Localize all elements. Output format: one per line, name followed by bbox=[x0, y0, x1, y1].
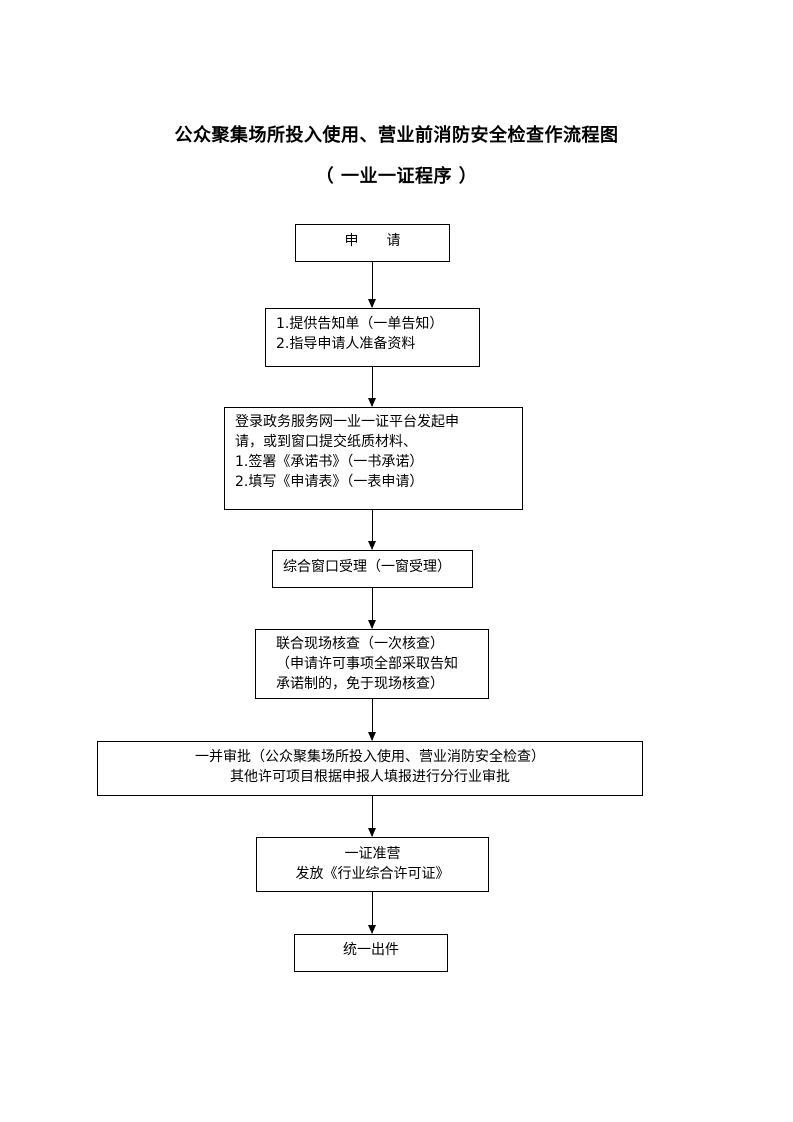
step-inspect-line-2: （申请许可事项全部采取告知 bbox=[276, 656, 458, 672]
step-approve-line-2: 其他许可项目根据申报人填报进行分行业审批 bbox=[230, 769, 510, 785]
step-accept: 综合窗口受理（一窗受理） bbox=[272, 550, 473, 588]
arrow-submit-to-accept bbox=[368, 510, 376, 550]
arrow-notify-to-submit bbox=[368, 367, 376, 407]
step-license-line-2: 发放《行业综合许可证》 bbox=[295, 866, 450, 882]
arrow-accept-to-inspect bbox=[368, 588, 376, 629]
arrow-approve-to-license bbox=[368, 796, 376, 837]
step-notify: 1.提供告知单（一单告知） 2.指导申请人准备资料 bbox=[265, 308, 480, 367]
step-inspect: 联合现场核查（一次核查） （申请许可事项全部采取告知 承诺制的，免于现场核查） bbox=[255, 629, 489, 699]
step-license-line-1: 一证准营 bbox=[344, 846, 401, 862]
step-submit-line-1: 登录政务服务网一业一证平台发起申 bbox=[235, 414, 459, 430]
arrow-license-to-issue bbox=[368, 892, 376, 934]
flowchart-title: 公众聚集场所投入使用、营业前消防安全检查作流程图 bbox=[174, 125, 619, 146]
step-apply-text: 申 请 bbox=[344, 233, 401, 249]
step-accept-text: 综合窗口受理（一窗受理） bbox=[283, 559, 451, 575]
step-inspect-line-1: 联合现场核查（一次核查） bbox=[276, 636, 444, 652]
step-notify-line-1: 1.提供告知单（一单告知） bbox=[276, 316, 444, 332]
step-notify-line-2: 2.指导申请人准备资料 bbox=[276, 336, 416, 352]
step-issue-text: 统一出件 bbox=[343, 942, 399, 958]
step-issue: 统一出件 bbox=[294, 934, 448, 972]
step-submit: 登录政务服务网一业一证平台发起申 请，或到窗口提交纸质材料、 1.签署《承诺书》… bbox=[224, 407, 523, 510]
step-inspect-line-3: 承诺制的，免于现场核查） bbox=[276, 676, 444, 692]
step-submit-line-3: 1.签署《承诺书》（一书承诺） bbox=[235, 454, 424, 470]
step-approve-line-1: 一并审批（公众聚集场所投入使用、营业消防安全检查） bbox=[195, 749, 545, 765]
step-license: 一证准营 发放《行业综合许可证》 bbox=[256, 837, 489, 892]
step-apply: 申 请 bbox=[295, 224, 450, 262]
step-submit-line-4: 2.填写《申请表》（一表申请） bbox=[235, 474, 424, 490]
flowchart-subtitle: （ 一业一证程序 ） bbox=[315, 166, 478, 187]
step-approve: 一并审批（公众聚集场所投入使用、营业消防安全检查） 其他许可项目根据申报人填报进… bbox=[97, 741, 643, 796]
arrow-inspect-to-approve bbox=[368, 699, 376, 741]
step-submit-line-2: 请，或到窗口提交纸质材料、 bbox=[235, 434, 417, 450]
arrow-apply-to-notify bbox=[368, 262, 376, 308]
